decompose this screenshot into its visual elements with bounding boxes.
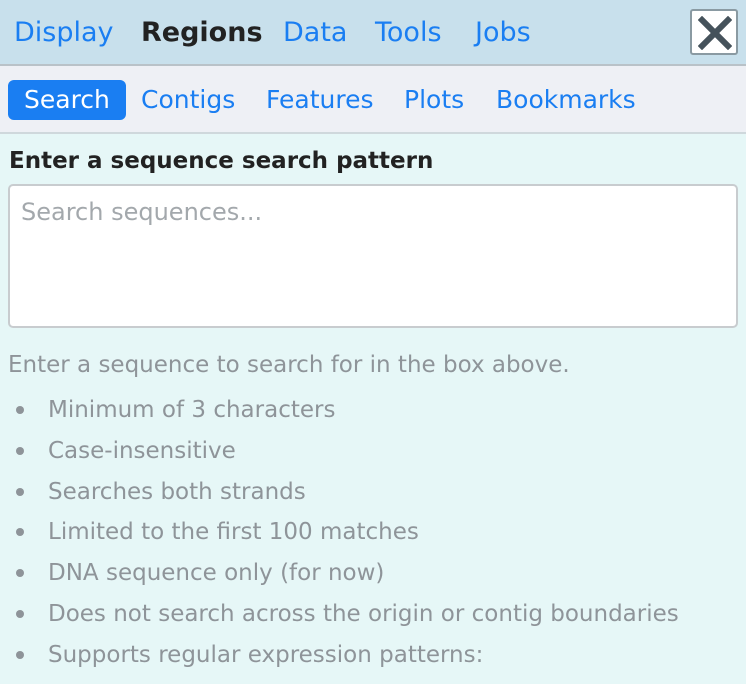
- tab-regions[interactable]: Regions: [141, 17, 263, 48]
- bullet-icon: [16, 528, 24, 537]
- close-button[interactable]: [690, 9, 738, 55]
- tab-tools[interactable]: Tools: [375, 17, 442, 48]
- tab-jobs[interactable]: Jobs: [475, 17, 531, 48]
- help-item-text: Searches both strands: [48, 478, 306, 505]
- bullet-icon: [16, 487, 24, 496]
- subtab-search[interactable]: Search: [8, 80, 126, 120]
- bullet-icon: [16, 569, 24, 578]
- subtab-features[interactable]: Features: [266, 85, 374, 114]
- search-input[interactable]: [8, 184, 738, 328]
- subtab-plots[interactable]: Plots: [404, 85, 465, 114]
- help-item: Case-insensitive: [8, 433, 679, 474]
- bullet-icon: [16, 650, 24, 659]
- search-heading: Enter a sequence search pattern: [9, 148, 434, 174]
- close-icon: [698, 16, 732, 50]
- top-nav: Display Regions Data Tools Jobs: [0, 0, 746, 66]
- subtab-contigs[interactable]: Contigs: [141, 85, 236, 114]
- subtab-bookmarks[interactable]: Bookmarks: [496, 85, 636, 114]
- help-item-text: Case-insensitive: [48, 437, 236, 464]
- tab-data[interactable]: Data: [283, 17, 348, 48]
- help-item: Limited to the first 100 matches: [8, 514, 679, 555]
- help-item-text: Does not search across the origin or con…: [48, 600, 679, 627]
- help-item-text: Minimum of 3 characters: [48, 397, 336, 423]
- help-item-text: Supports regular expression patterns:: [48, 641, 484, 668]
- tab-display[interactable]: Display: [14, 17, 114, 48]
- help-item: DNA sequence only (for now): [8, 555, 679, 596]
- help-item: Supports regular expression patterns:: [8, 637, 679, 678]
- help-item: Does not search across the origin or con…: [8, 596, 679, 637]
- sub-nav: Search Contigs Features Plots Bookmarks: [0, 66, 746, 134]
- help-item: Minimum of 3 characters: [8, 392, 679, 433]
- help-item-text: Limited to the first 100 matches: [48, 519, 419, 546]
- bullet-icon: [16, 406, 24, 414]
- help-list: Minimum of 3 characters Case-insensitive…: [8, 392, 679, 678]
- bullet-icon: [16, 609, 24, 618]
- bullet-icon: [16, 446, 24, 455]
- help-intro: Enter a sequence to search for in the bo…: [8, 352, 570, 378]
- help-item-text: DNA sequence only (for now): [48, 560, 385, 587]
- help-item: Searches both strands: [8, 474, 679, 515]
